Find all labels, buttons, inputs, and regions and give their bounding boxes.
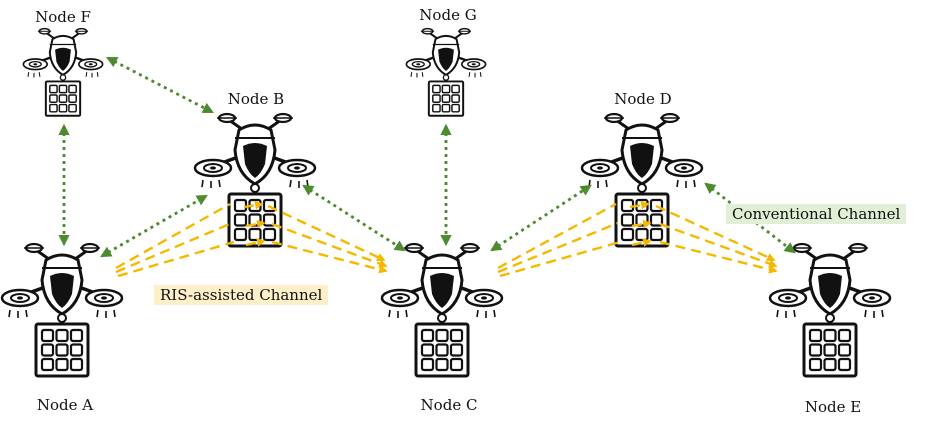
node-a-label: Node A	[36, 396, 94, 414]
link-a-b	[100, 194, 208, 258]
conventional-channel-label: Conventional Channel	[726, 204, 907, 224]
ris-link-b-c-2	[271, 222, 388, 268]
node-f-drone-icon	[22, 27, 104, 117]
node-f-label: Node F	[35, 8, 91, 26]
node-e-label: Node E	[804, 398, 862, 416]
link-c-d	[490, 184, 592, 252]
node-b-drone-icon	[193, 112, 317, 248]
ris-d-reflect-2	[631, 219, 652, 229]
node-g-label: Node G	[419, 6, 477, 24]
ris-link-a-b-3	[117, 240, 235, 278]
ris-link-b-c-3	[271, 240, 388, 274]
ris-channel-label: RIS-assisted Channel	[154, 285, 329, 305]
ris-link-d-e-3	[659, 240, 778, 274]
ris-link-a-b-1	[115, 202, 231, 270]
ris-b-reflect-3	[245, 238, 266, 247]
node-g-drone-icon	[405, 27, 487, 117]
link-d-e	[704, 182, 796, 254]
ris-link-d-e-2	[659, 222, 778, 268]
ris-link-c-d-1	[497, 202, 617, 270]
link-b-c	[302, 184, 406, 252]
node-c-drone-icon	[380, 242, 504, 378]
node-d-drone-icon	[580, 112, 704, 248]
node-b-label: Node B	[227, 90, 285, 108]
ris-link-c-d-2	[497, 221, 619, 274]
node-d-label: Node D	[614, 90, 672, 108]
node-c-label: Node C	[420, 396, 478, 414]
node-e-drone-icon	[768, 242, 892, 378]
ris-link-a-b-2	[115, 221, 233, 274]
node-a-drone-icon	[0, 242, 124, 378]
ris-d-reflect-3	[631, 238, 652, 247]
ris-link-d-e-1	[655, 204, 776, 262]
link-f-b	[106, 56, 214, 114]
ris-b-reflect-1	[243, 200, 264, 210]
ris-b-reflect-2	[245, 219, 266, 229]
ris-d-reflect-1	[629, 200, 650, 210]
ris-link-b-c-1	[267, 204, 386, 262]
ris-link-c-d-3	[499, 240, 621, 278]
